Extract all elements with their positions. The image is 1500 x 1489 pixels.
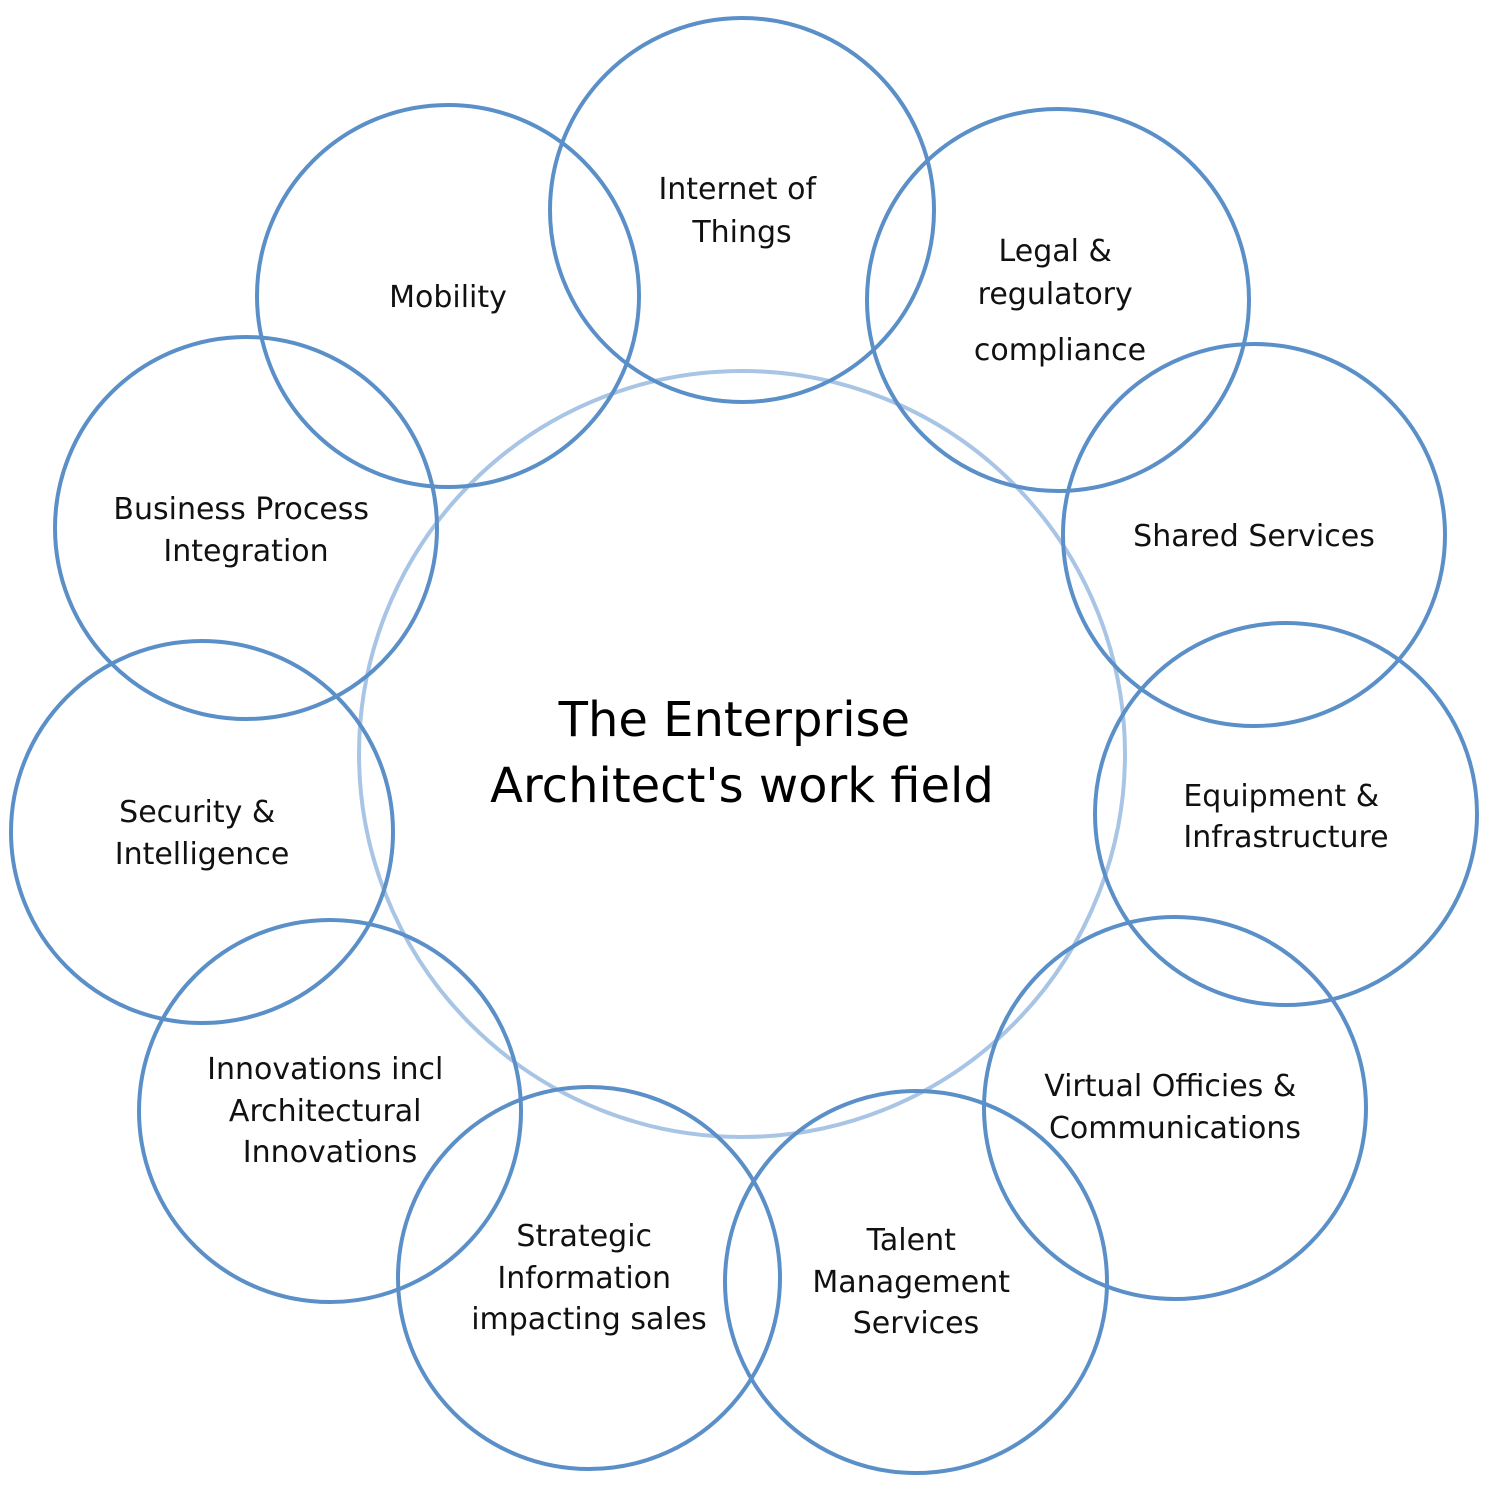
topic-circle-strategic-information: [396, 1085, 782, 1471]
topic-circle-equipment-infrastructure: [1093, 621, 1479, 1007]
topic-circle-business-process-integration: [53, 335, 439, 721]
center-title-line-1: The Enterprise: [558, 692, 910, 748]
node-label-equipment-infrastructure: Equipment & Infrastructure: [1183, 779, 1388, 855]
center-circle: [357, 369, 1127, 1139]
node-label-talent-management-services: Talent Management Services: [812, 1223, 1019, 1341]
topic-circle-innovations: [137, 918, 523, 1304]
node-label-innovations: Innovations incl Architectural Innovatio…: [207, 1052, 453, 1170]
topic-labels: Internet of Things Legal & regulatory co…: [113, 172, 1388, 1341]
node-label-legal-regulatory-compliance: Legal & regulatory compliance: [974, 234, 1146, 368]
node-label-virtual-offices-communications: Virtual Officies & Communications: [1044, 1069, 1306, 1146]
node-label-strategic-information: Strategic Information impacting sales: [471, 1219, 707, 1337]
topic-circle-legal-regulatory-compliance: [865, 107, 1251, 493]
topic-circle-security-intelligence: [9, 639, 395, 1025]
node-label-mobility: Mobility: [389, 280, 507, 315]
node-label-business-process-integration: Business Process Integration: [113, 492, 378, 569]
topic-circle-internet-of-things: [548, 16, 936, 404]
topic-circle-shared-services: [1061, 342, 1447, 728]
center-title-line-2: Architect's work field: [490, 758, 994, 814]
center-title: The Enterprise Architect's work field: [490, 692, 994, 814]
topic-circle-mobility: [255, 103, 641, 489]
node-label-security-intelligence: Security & Intelligence: [115, 795, 290, 872]
node-label-shared-services: Shared Services: [1133, 519, 1375, 554]
node-label-internet-of-things: Internet of Things: [658, 172, 825, 250]
topic-circles: [9, 16, 1479, 1475]
topic-circle-talent-management-services: [723, 1089, 1109, 1475]
topic-circle-virtual-offices-communications: [982, 915, 1368, 1301]
